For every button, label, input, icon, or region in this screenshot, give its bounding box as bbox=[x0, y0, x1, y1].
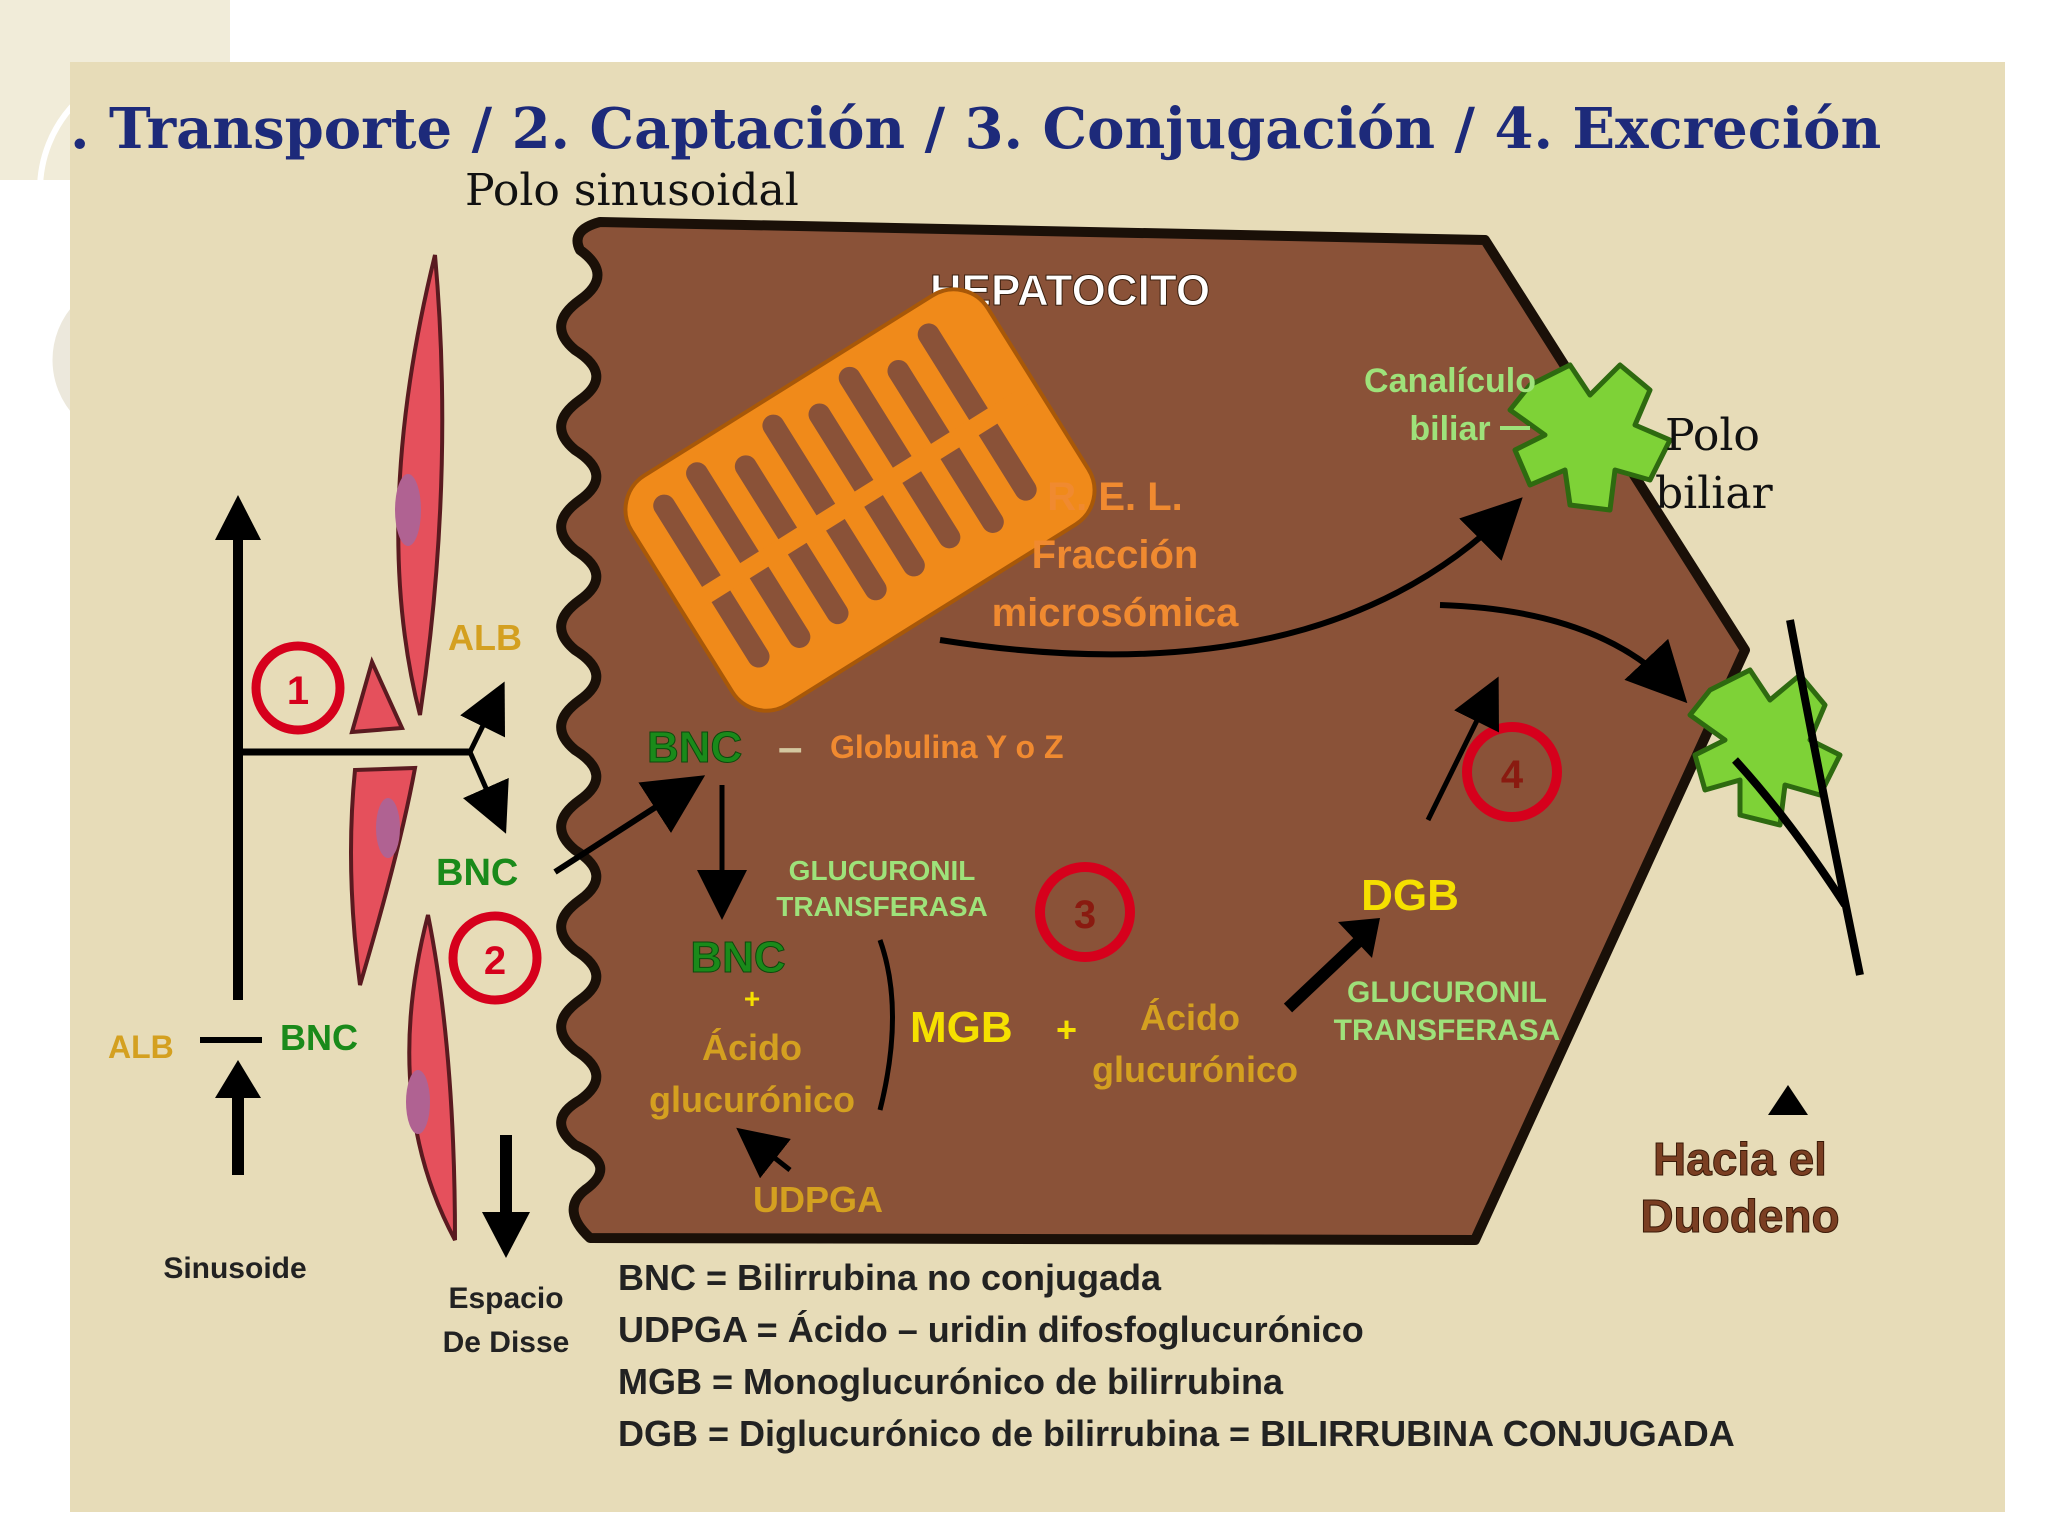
rel-to-canaliculus-arrow bbox=[939, 497, 1523, 658]
canaliculus-top bbox=[1507, 362, 1673, 513]
canaliculo-label-line1: Canalículo bbox=[1364, 362, 1536, 400]
bnc-inner-label: BNC bbox=[690, 933, 785, 982]
hacia-line1: Hacia el bbox=[1653, 1133, 1827, 1185]
glucuronil2-line1: GLUCURONIL bbox=[1347, 976, 1547, 1009]
alb-top-label: ALB bbox=[448, 617, 522, 658]
slide-title: . Transporte / 2. Captación / 3. Conjuga… bbox=[70, 96, 1881, 162]
endothelial-cell-mid bbox=[349, 765, 418, 986]
acido2-line2: glucurónico bbox=[1092, 1049, 1298, 1090]
glucuronil2-line2: TRANSFERASA bbox=[1334, 1014, 1561, 1047]
udpga-arrow bbox=[736, 1127, 792, 1179]
step-4-marker: 4 bbox=[1462, 722, 1562, 822]
step-2-number: 2 bbox=[484, 939, 506, 983]
canaliculo-label-line2: biliar bbox=[1409, 410, 1490, 448]
excretion-arrow bbox=[1425, 676, 1499, 822]
step-1-number: 1 bbox=[287, 669, 309, 713]
branch-to-alb bbox=[460, 681, 506, 754]
hacia-line2: Duodeno bbox=[1640, 1190, 1839, 1242]
glucuronil1-line2: TRANSFERASA bbox=[776, 891, 988, 922]
rel-label-line3: microsómica bbox=[992, 591, 1240, 635]
bile-duct-line-2 bbox=[1732, 757, 1849, 908]
globulina-label: Globulina Y o Z bbox=[830, 729, 1064, 765]
legend-item: MGB = Monoglucurónico de bilirrubina bbox=[618, 1361, 1284, 1402]
mgb-label: MGB bbox=[910, 1003, 1013, 1052]
globulina-dash: – bbox=[778, 723, 802, 772]
espacio-label-line2: De Disse bbox=[443, 1326, 570, 1359]
legend-item: UDPGA = Ácido – uridin difosfoglucurónic… bbox=[618, 1309, 1364, 1350]
dgb-label: DGB bbox=[1361, 871, 1459, 920]
disse-down-arrowhead bbox=[482, 1212, 530, 1258]
step-4-number: 4 bbox=[1501, 753, 1524, 797]
bnc-uptake-arrow bbox=[553, 775, 706, 875]
plus-2: + bbox=[1056, 1009, 1077, 1050]
alb-bottom-label: ALB bbox=[108, 1029, 174, 1065]
to-dgb-arrowhead bbox=[1338, 918, 1380, 958]
legend-item: BNC = Bilirrubina no conjugada bbox=[618, 1257, 1162, 1298]
bnc-globulina-label: BNC bbox=[647, 723, 742, 772]
branch-to-bnc bbox=[462, 750, 509, 834]
bnc-outer-label: BNC bbox=[436, 852, 518, 894]
step-3-number: 3 bbox=[1074, 893, 1096, 937]
polo-sinusoidal-label: Polo sinusoidal bbox=[465, 165, 799, 216]
legend-item: DGB = Diglucurónico de bilirrubina = BIL… bbox=[618, 1413, 1735, 1454]
plus-1: + bbox=[744, 983, 760, 1014]
endothelial-small-triangle bbox=[349, 656, 405, 735]
rel-to-canaliculus-arrow-2 bbox=[1439, 602, 1688, 704]
sinusoid-arrowhead bbox=[215, 495, 261, 540]
step-1-marker: 1 bbox=[251, 641, 345, 735]
duodeno-up-arrowhead bbox=[1768, 1085, 1808, 1115]
bnc-bottom-label: BNC bbox=[280, 1017, 358, 1058]
to-dgb-arrow bbox=[1283, 935, 1365, 1013]
bile-duct-line bbox=[1786, 619, 1864, 976]
glucuronil1-line1: GLUCURONIL bbox=[789, 855, 976, 886]
acido2-line1: Ácido bbox=[1140, 997, 1240, 1038]
rel-organelle bbox=[623, 287, 1097, 713]
rel-label-line1: R. E. L. bbox=[1047, 475, 1183, 519]
step-2-marker: 2 bbox=[448, 911, 542, 1005]
bracket bbox=[877, 939, 895, 1111]
acido1-line2: glucurónico bbox=[649, 1079, 855, 1120]
espacio-label-line1: Espacio bbox=[448, 1282, 563, 1315]
sinusoide-label: Sinusoide bbox=[163, 1252, 306, 1285]
lower-up-arrowhead bbox=[215, 1060, 261, 1098]
endothelial-cell-top bbox=[395, 254, 445, 716]
canaliculus-right bbox=[1687, 667, 1843, 828]
acido1-line1: Ácido bbox=[702, 1027, 802, 1068]
endothelial-cell-bottom bbox=[406, 914, 457, 1241]
udpga-label: UDPGA bbox=[753, 1179, 883, 1220]
legend: BNC = Bilirrubina no conjugada UDPGA = Á… bbox=[618, 1257, 1735, 1454]
step-3-marker: 3 bbox=[1035, 862, 1135, 962]
polo-biliar-line1: Polo bbox=[1665, 410, 1760, 461]
rel-label-line2: Fracción bbox=[1032, 533, 1199, 577]
polo-biliar-line2: biliar bbox=[1655, 468, 1774, 519]
